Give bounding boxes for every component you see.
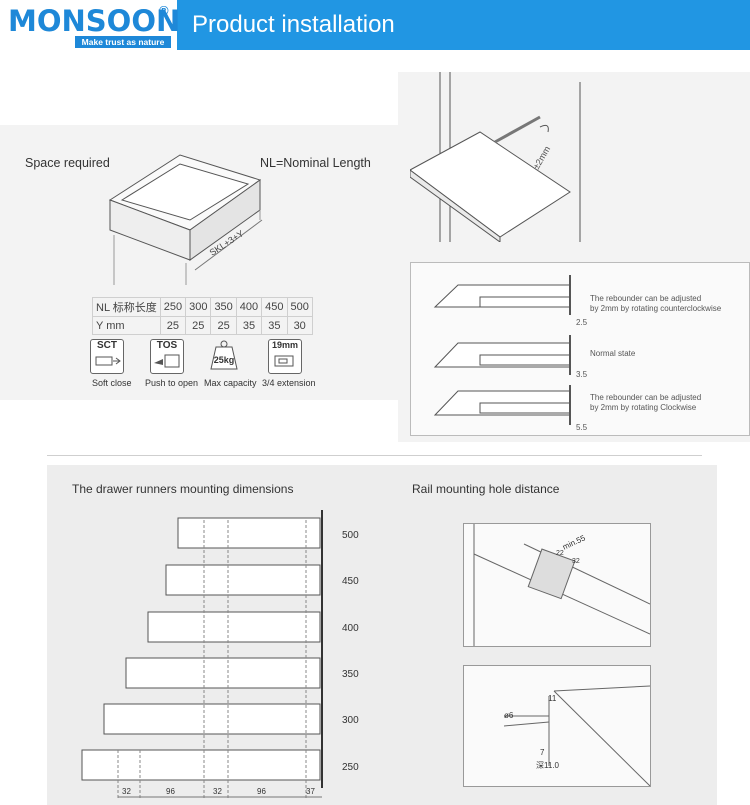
- state1-gap: 2.5: [576, 318, 588, 327]
- soft-close-icon: SCT: [90, 339, 124, 374]
- dim-a: 22: [556, 550, 564, 557]
- spacing-label: 96: [166, 787, 175, 796]
- table-row: Y mm 25 25 25 35 35 30: [92, 316, 313, 335]
- drawer-space-diagram: SKL+3+Y: [108, 154, 263, 285]
- table-cell: 25: [210, 316, 237, 335]
- soft-close-badge: SCT: [97, 340, 117, 351]
- section-divider: [47, 455, 702, 456]
- length-label: 450: [342, 576, 359, 587]
- page-title: Product installation: [192, 11, 395, 38]
- push-to-open-caption: Push to open: [145, 378, 199, 388]
- state3-gap: 5.5: [576, 423, 588, 432]
- runner-dimensions-title: The drawer runners mounting dimensions: [72, 482, 294, 496]
- rebounder-states-diagram: [433, 275, 571, 425]
- dim-b: 32: [572, 558, 580, 565]
- max-capacity-caption: Max capacity: [204, 378, 257, 388]
- state2-line1: Normal state: [590, 349, 636, 358]
- dim-c: 11: [548, 694, 557, 703]
- length-label: 300: [342, 715, 359, 726]
- table-row: NL 标称长度 250 300 350 400 450 500: [92, 297, 313, 317]
- table-cell: 400: [235, 297, 263, 317]
- state1-line1: The rebounder can be adjusted: [590, 294, 702, 303]
- table-cell: 35: [261, 316, 288, 335]
- header-bar: MONSOON ® Make trust as nature Product i…: [0, 0, 750, 50]
- brand-logo: MONSOON ® Make trust as nature: [0, 0, 181, 50]
- length-label: 500: [342, 530, 359, 541]
- nominal-length-label: NL=Nominal Length: [260, 156, 371, 170]
- table-cell: 300: [185, 297, 212, 317]
- state1-line2: by 2mm by rotating counterclockwise: [590, 304, 722, 313]
- hole-distance-title: Rail mounting hole distance: [412, 482, 560, 496]
- table-cell: 25: [159, 316, 187, 335]
- table-cell: 500: [286, 297, 313, 317]
- dim-f: 深11.0: [536, 761, 559, 770]
- table-cell: 250: [159, 297, 187, 317]
- adjust-label: ±2mm: [531, 144, 552, 171]
- table-cell: 25: [185, 316, 212, 335]
- brand-name: MONSOON: [8, 4, 181, 38]
- rebounder-3d-diagram: ±2mm: [410, 72, 581, 242]
- hole-detail-2: 11 ø6 7 深11.0: [463, 665, 651, 787]
- space-required-label: Space required: [25, 156, 110, 170]
- table-header-nl: NL 标称长度: [92, 297, 161, 317]
- push-to-open-icon: TOS: [150, 339, 184, 374]
- table-header-y: Y mm: [92, 316, 161, 335]
- spacing-label: 32: [122, 787, 131, 796]
- table-cell: 450: [261, 297, 288, 317]
- table-cell: 35: [235, 316, 263, 335]
- state2-gap: 3.5: [576, 370, 588, 379]
- length-label: 350: [342, 669, 359, 680]
- state3-line1: The rebounder can be adjusted: [590, 393, 702, 402]
- push-to-open-badge: TOS: [156, 340, 178, 351]
- length-label: 400: [342, 623, 359, 634]
- table-cell: 350: [210, 297, 237, 317]
- extension-icon: 19mm: [268, 339, 302, 374]
- extension-caption: 3/4 extension: [262, 378, 316, 388]
- brand-tagline: Make trust as nature: [75, 36, 171, 48]
- spacing-label: 96: [257, 787, 266, 796]
- spec-table: NL 标称长度 250 300 350 400 450 500 Y mm 25 …: [92, 297, 313, 335]
- spacing-label: 37: [306, 787, 315, 796]
- length-label: 250: [342, 762, 359, 773]
- extension-badge: 19mm: [271, 340, 298, 350]
- dim-e: 7: [540, 748, 545, 757]
- weight-icon: 25kg: [208, 339, 240, 372]
- table-cell: 30: [286, 316, 313, 335]
- spacing-label: 32: [213, 787, 222, 796]
- dim-d: ø6: [504, 711, 514, 720]
- hole-detail-1: min.55 22 32: [463, 523, 651, 647]
- state3-line2: by 2mm by rotating Clockwise: [590, 403, 697, 412]
- weight-badge: 25kg: [213, 355, 235, 365]
- runners-diagram: [81, 510, 323, 800]
- soft-close-caption: Soft close: [92, 378, 132, 388]
- registered-mark: ®: [159, 3, 169, 18]
